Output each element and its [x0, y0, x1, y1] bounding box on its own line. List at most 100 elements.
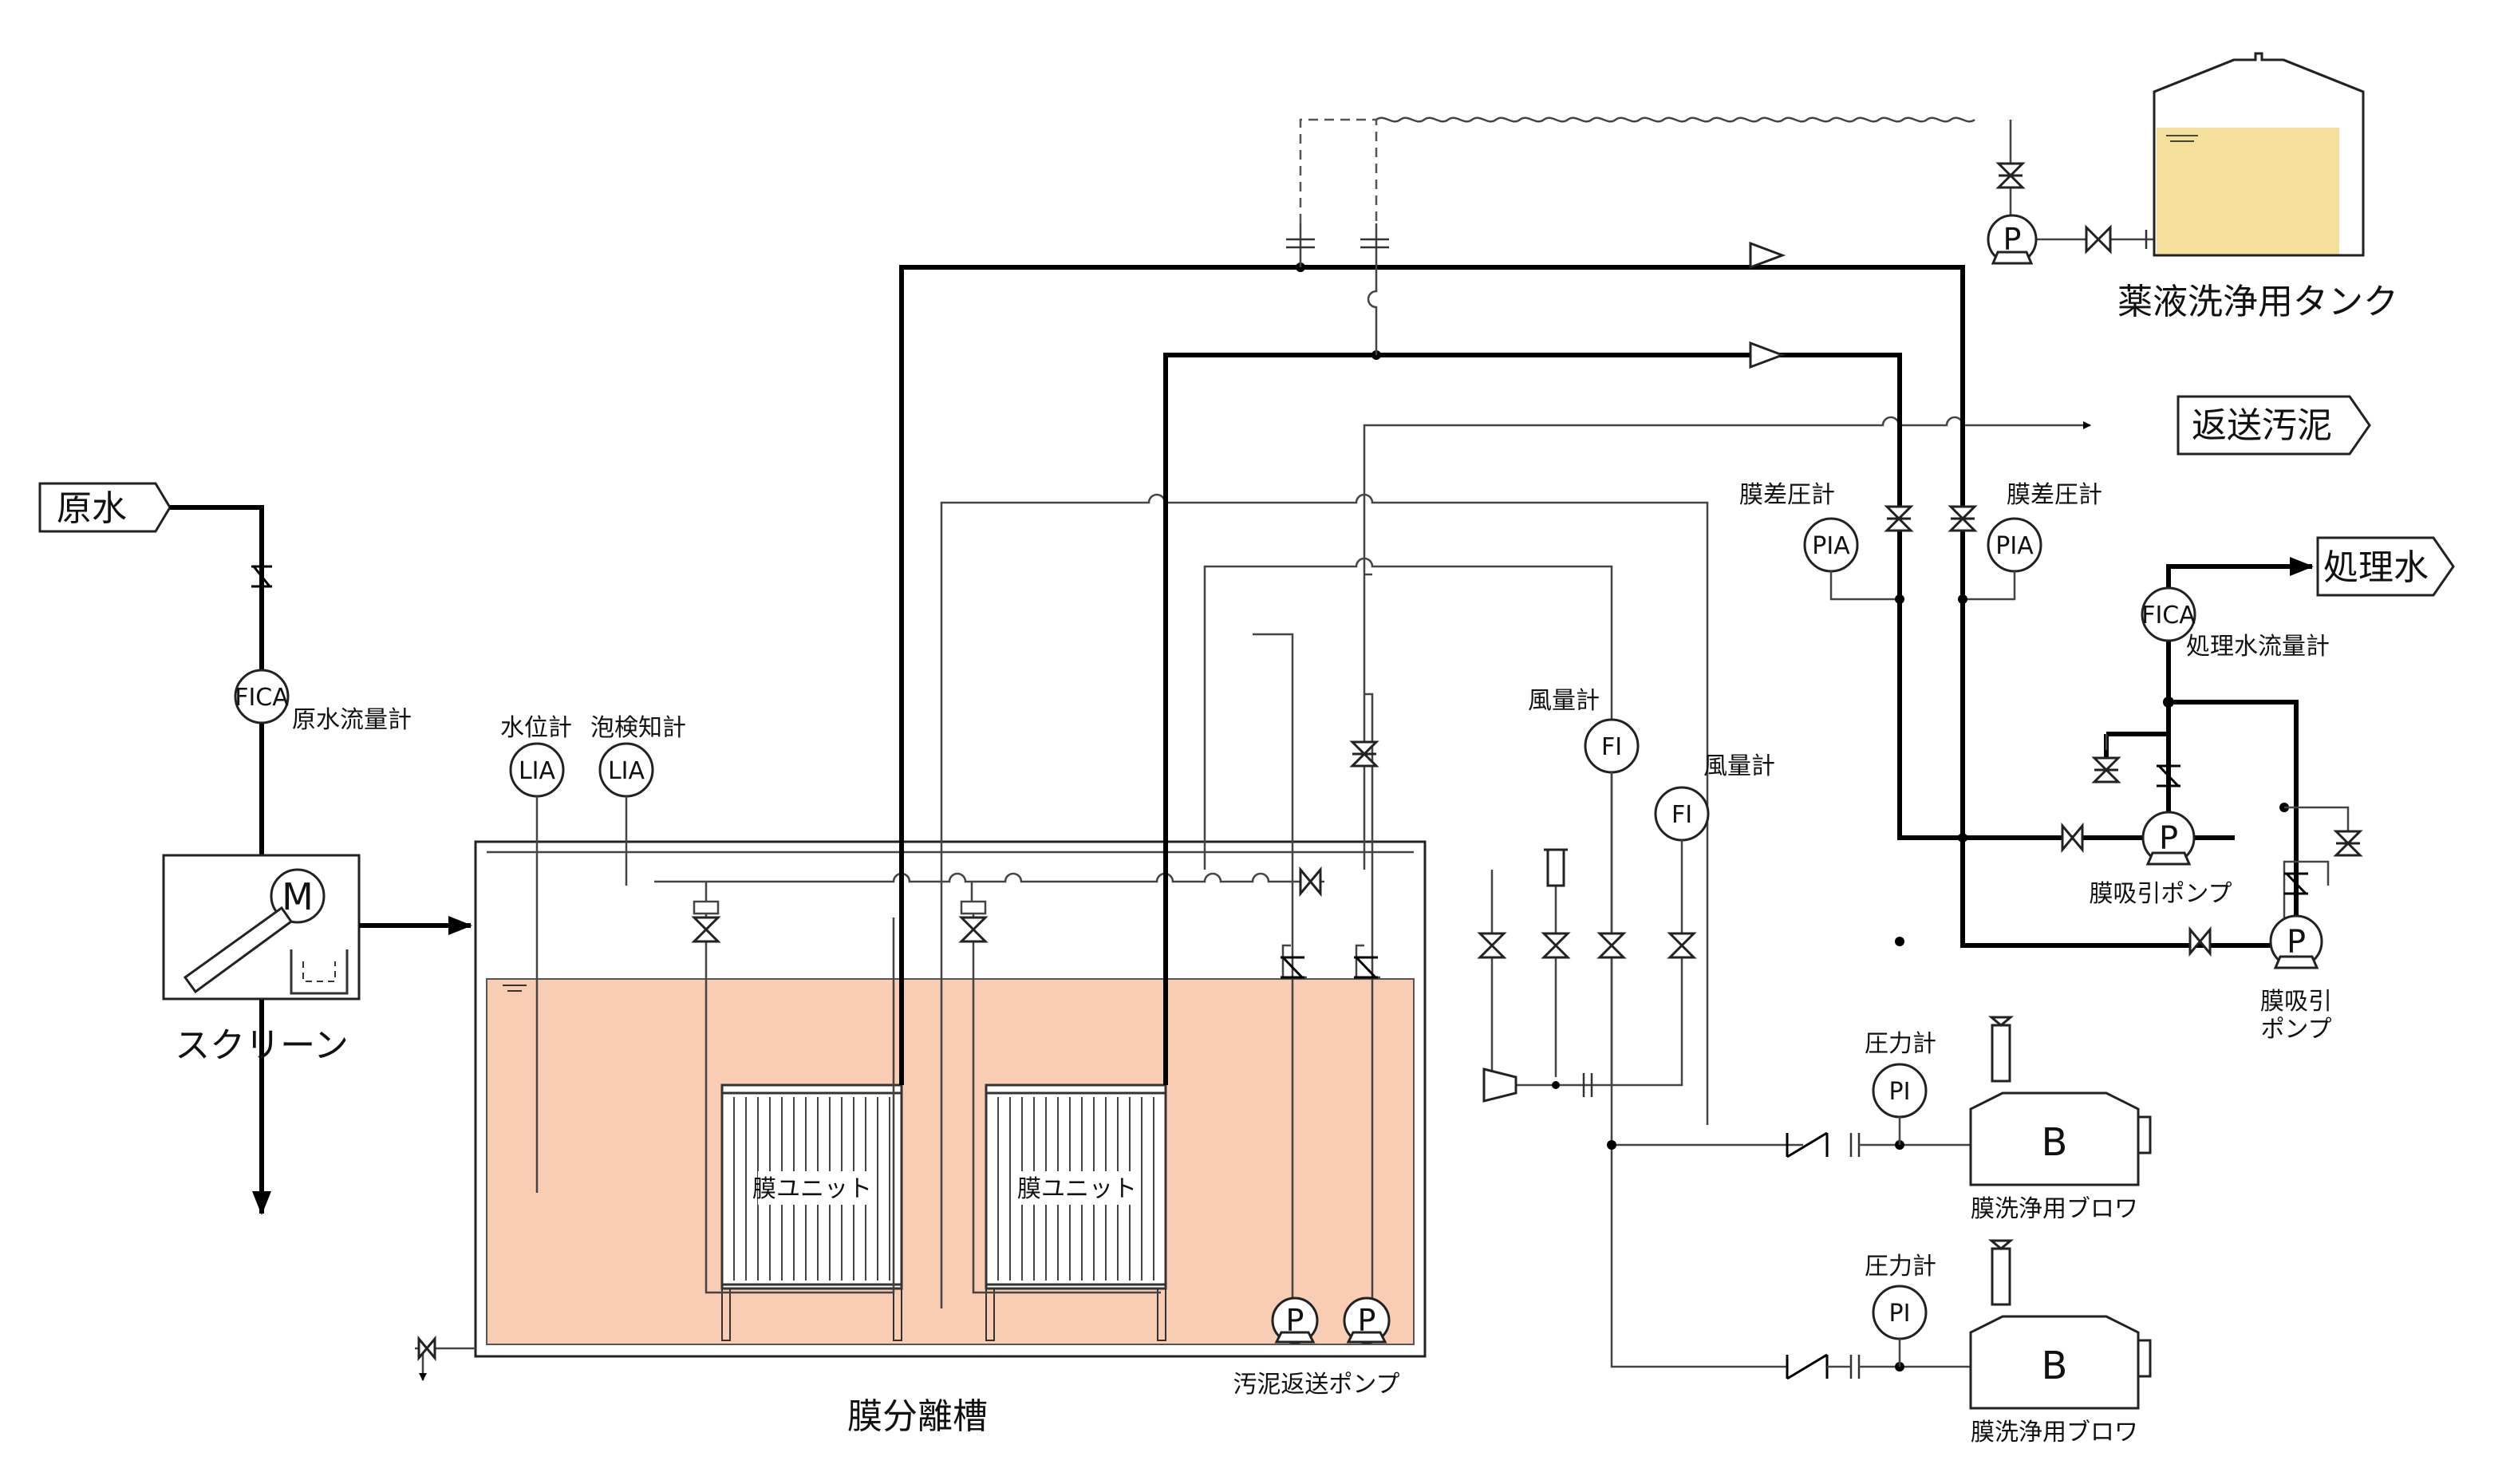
suction-pump-2-vent-valve-icon[interactable] [2333, 830, 2363, 857]
pia-1-text: PIA [1812, 532, 1850, 560]
diffuser-valve-2-icon[interactable] [958, 916, 989, 943]
return-sludge-label: 返送汚泥 [2192, 405, 2332, 446]
suction-pump-2-label-line2: ポンプ [2260, 1016, 2331, 1044]
rotameter-icon [1544, 848, 1568, 887]
blower-1[interactable]: B 膜洗浄用ブロワ [1969, 1016, 2152, 1223]
diff-pressure-1-label: 膜差圧計 [1739, 481, 1835, 509]
suction-pump-1-valve-icon[interactable] [2061, 822, 2084, 854]
screen-label: スクリーン [175, 1025, 349, 1066]
blower-1-label: 膜洗浄用ブロワ [1971, 1195, 2138, 1223]
sludge-return-piping [1253, 573, 1380, 1308]
chemical-dosing-line [1286, 116, 2154, 355]
diffuser-valve-1-icon[interactable] [691, 916, 721, 943]
water-level-meter: 水位計 LIA [500, 714, 572, 1037]
pressure-gauge-1-label: 圧力計 [1865, 1030, 1936, 1058]
treated-flow-meter-label: 処理水流量計 [2186, 633, 2330, 661]
raw-water-source: 原水 [38, 482, 172, 533]
diff-pressure-gauge-2: 膜差圧計 PIA [1948, 481, 2102, 604]
air-flow-1-label: 風量計 [1528, 687, 1600, 715]
air-valve-3-icon[interactable] [1596, 932, 1627, 959]
return-sludge-line [1349, 416, 2091, 870]
suction-pump-2-label-line1: 膜吸引 [2260, 988, 2332, 1016]
blower-2[interactable]: B 膜洗浄用ブロワ [1969, 1239, 2152, 1447]
suction-pump-1-group: P 膜吸引ポンプ [2061, 702, 2232, 908]
sludge-pump-1[interactable]: P [1271, 1297, 1319, 1344]
pressure-gauge-2: 圧力計 PI [1865, 1253, 1936, 1367]
screen-unit: M スクリーン [162, 854, 361, 1066]
blower-1-symbol: B [2042, 1120, 2068, 1165]
pi-1-text: PI [1889, 1078, 1911, 1106]
pi-2-text: PI [1889, 1300, 1911, 1328]
fica-treated-text: FICA [2141, 602, 2196, 630]
membrane-separation-tank [474, 840, 1427, 1358]
raw-water-label: 原水 [57, 488, 127, 529]
pressure-gauge-1: 圧力計 PI [1865, 1030, 1936, 1145]
blower-2-line-fittings [1786, 1353, 1971, 1380]
pressure-gauge-2-label: 圧力計 [1865, 1253, 1936, 1281]
tank-liquid [486, 978, 1415, 1345]
chem-pump[interactable]: P [1987, 214, 2038, 265]
air-header-piping [654, 872, 1324, 915]
motor-symbol: M [282, 875, 314, 918]
suction-pump-2-valve-icon[interactable] [2188, 926, 2212, 957]
sludge-return-pump-label: 汚泥返送ポンプ [1233, 1371, 1399, 1399]
chem-line-valve-icon[interactable] [1995, 162, 2026, 189]
diffuser-piping [535, 914, 1161, 1294]
membrane-unit-2: 膜ユニット [985, 1083, 1167, 1341]
blower-2-label: 膜洗浄用ブロワ [1971, 1419, 2138, 1447]
sludge-line-valve-icon[interactable] [1349, 740, 1379, 768]
sludge-pump-1-symbol: P [1286, 1303, 1304, 1338]
air-valve-4-icon[interactable] [1667, 932, 1697, 959]
chem-tank-liquid [2157, 128, 2339, 255]
treated-water-label: 処理水 [2323, 547, 2429, 588]
air-flow-meter-1: 風量計 FI [1528, 687, 1640, 774]
suction-pump-1-symbol: P [2159, 820, 2178, 857]
air-flow-meter-2: 風量計 FI [1654, 752, 1775, 842]
air-valve-1-icon[interactable] [1477, 932, 1507, 959]
suction-pump-1-vent-valve-icon[interactable] [2091, 756, 2121, 783]
water-level-meter-label: 水位計 [500, 714, 572, 742]
check-valve-sludge-1-icon [1281, 956, 1304, 979]
lia-foam-text: LIA [608, 757, 645, 785]
drain-valve-icon[interactable] [415, 1335, 476, 1381]
suction-pump-2-symbol: P [2287, 924, 2306, 961]
ejector-icon [1482, 1068, 1517, 1103]
foam-detector: 泡検知計 LIA [590, 714, 686, 886]
suction-pump-2-group: P 膜吸引 ポンプ [2188, 803, 2363, 1044]
diff-pressure-gauge-1: 膜差圧計 PIA [1739, 481, 1914, 604]
chemical-tank: 薬液洗浄用タンク [2117, 52, 2398, 322]
diff-pressure-1-valve-icon[interactable] [1884, 505, 1914, 532]
permeate-line-1 [899, 241, 2322, 1085]
membrane-unit-1-label: 膜ユニット [752, 1175, 872, 1203]
check-valve-raw-icon [251, 565, 272, 588]
chem-tank-label: 薬液洗浄用タンク [2117, 282, 2398, 322]
treated-flow-meter: FICA 処理水流量計 [2141, 586, 2330, 661]
sludge-pump-2[interactable]: P [1343, 1297, 1391, 1344]
chem-tank-valve-icon[interactable] [2085, 224, 2112, 255]
tank-label: 膜分離槽 [847, 1396, 988, 1437]
treated-water-destination: 処理水 [2316, 536, 2455, 597]
diff-pressure-2-valve-icon[interactable] [1948, 505, 1978, 532]
check-valve-sludge-2-icon [1354, 956, 1378, 979]
diff-pressure-2-label: 膜差圧計 [2007, 481, 2102, 509]
suction-pump-1-label: 膜吸引ポンプ [2089, 880, 2232, 908]
air-flow-2-label: 風量計 [1703, 752, 1775, 780]
air-valve-2-icon[interactable] [1541, 932, 1571, 959]
header-valve-icon[interactable] [1299, 866, 1322, 898]
membrane-unit-1: 膜ユニット [720, 1083, 903, 1341]
suction-pump-1[interactable]: P [2141, 811, 2196, 866]
suction-pump-2[interactable]: P [2269, 914, 2323, 969]
pia-2-text: PIA [1995, 532, 2034, 560]
air-valves[interactable] [1477, 932, 1697, 959]
blower-2-symbol: B [2042, 1344, 2068, 1388]
blower-air-piping [1484, 772, 1803, 1368]
fi-1-text: FI [1601, 733, 1622, 761]
fi-2-text: FI [1671, 801, 1692, 829]
return-sludge-destination: 返送汚泥 [2177, 395, 2371, 456]
sludge-pump-2-symbol: P [1358, 1303, 1376, 1338]
foam-detector-label: 泡検知計 [590, 714, 686, 742]
raw-flow-meter-label: 原水流量計 [292, 706, 412, 734]
fica-raw-text: FICA [235, 684, 289, 712]
blower-1-line-fittings [1786, 1131, 1971, 1158]
